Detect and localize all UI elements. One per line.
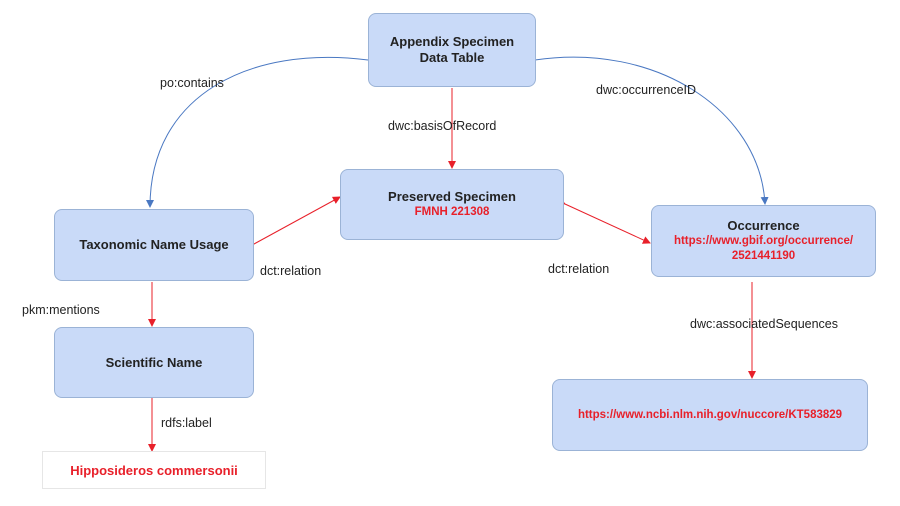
node-ncbi-sequence: https://www.ncbi.nlm.nih.gov/nuccore/KT5… bbox=[552, 379, 868, 451]
node-title: Preserved Specimen bbox=[388, 189, 516, 204]
node-value: Hipposideros commersonii bbox=[70, 462, 238, 478]
node-value: FMNH 221308 bbox=[414, 206, 490, 218]
node-taxonomic-name-usage: Taxonomic Name Usage bbox=[54, 209, 254, 281]
edge-dct-relation-left bbox=[245, 196, 341, 251]
edge-dwc-occurrenceID bbox=[534, 56, 769, 205]
edge-label-dwc-associatedSequences: dwc:associatedSequences bbox=[690, 317, 839, 331]
edge-label-dwc-basisOfRecord: dwc:basisOfRecord bbox=[388, 119, 497, 133]
node-appendix-specimen-data-table: Appendix Specimen Data Table bbox=[368, 13, 536, 87]
edge-label-rdfs-label: rdfs:label bbox=[161, 416, 212, 430]
node-preserved-specimen: Preserved Specimen FMNH 221308 bbox=[340, 169, 564, 240]
node-occurrence: Occurrence https://www.gbif.org/occurren… bbox=[651, 205, 876, 277]
edge-label-pkm-mentions: pkm:mentions bbox=[22, 303, 100, 317]
edge-po-contains bbox=[146, 56, 369, 208]
node-value: https://www.gbif.org/occurrence/ bbox=[673, 235, 854, 247]
node-title: Appendix Specimen bbox=[389, 34, 515, 49]
node-title: Taxonomic Name Usage bbox=[79, 237, 229, 252]
node-hipposideros-commersonii: Hipposideros commersonii bbox=[42, 451, 266, 489]
node-scientific-name: Scientific Name bbox=[54, 327, 254, 398]
node-title: Data Table bbox=[419, 50, 485, 65]
edge-label-dct-relation-right: dct:relation bbox=[548, 262, 610, 276]
edge-label-dct-relation-left: dct:relation bbox=[260, 264, 322, 278]
node-title: Occurrence bbox=[727, 218, 800, 233]
edge-label-po-contains: po:contains bbox=[160, 76, 224, 90]
node-value: 2521441190 bbox=[731, 250, 796, 262]
edge-dct-relation-right bbox=[556, 197, 651, 244]
node-value: https://www.ncbi.nlm.nih.gov/nuccore/KT5… bbox=[577, 408, 843, 421]
node-title: Scientific Name bbox=[105, 354, 203, 370]
edge-label-dwc-occurrenceID: dwc:occurrenceID bbox=[596, 83, 697, 97]
